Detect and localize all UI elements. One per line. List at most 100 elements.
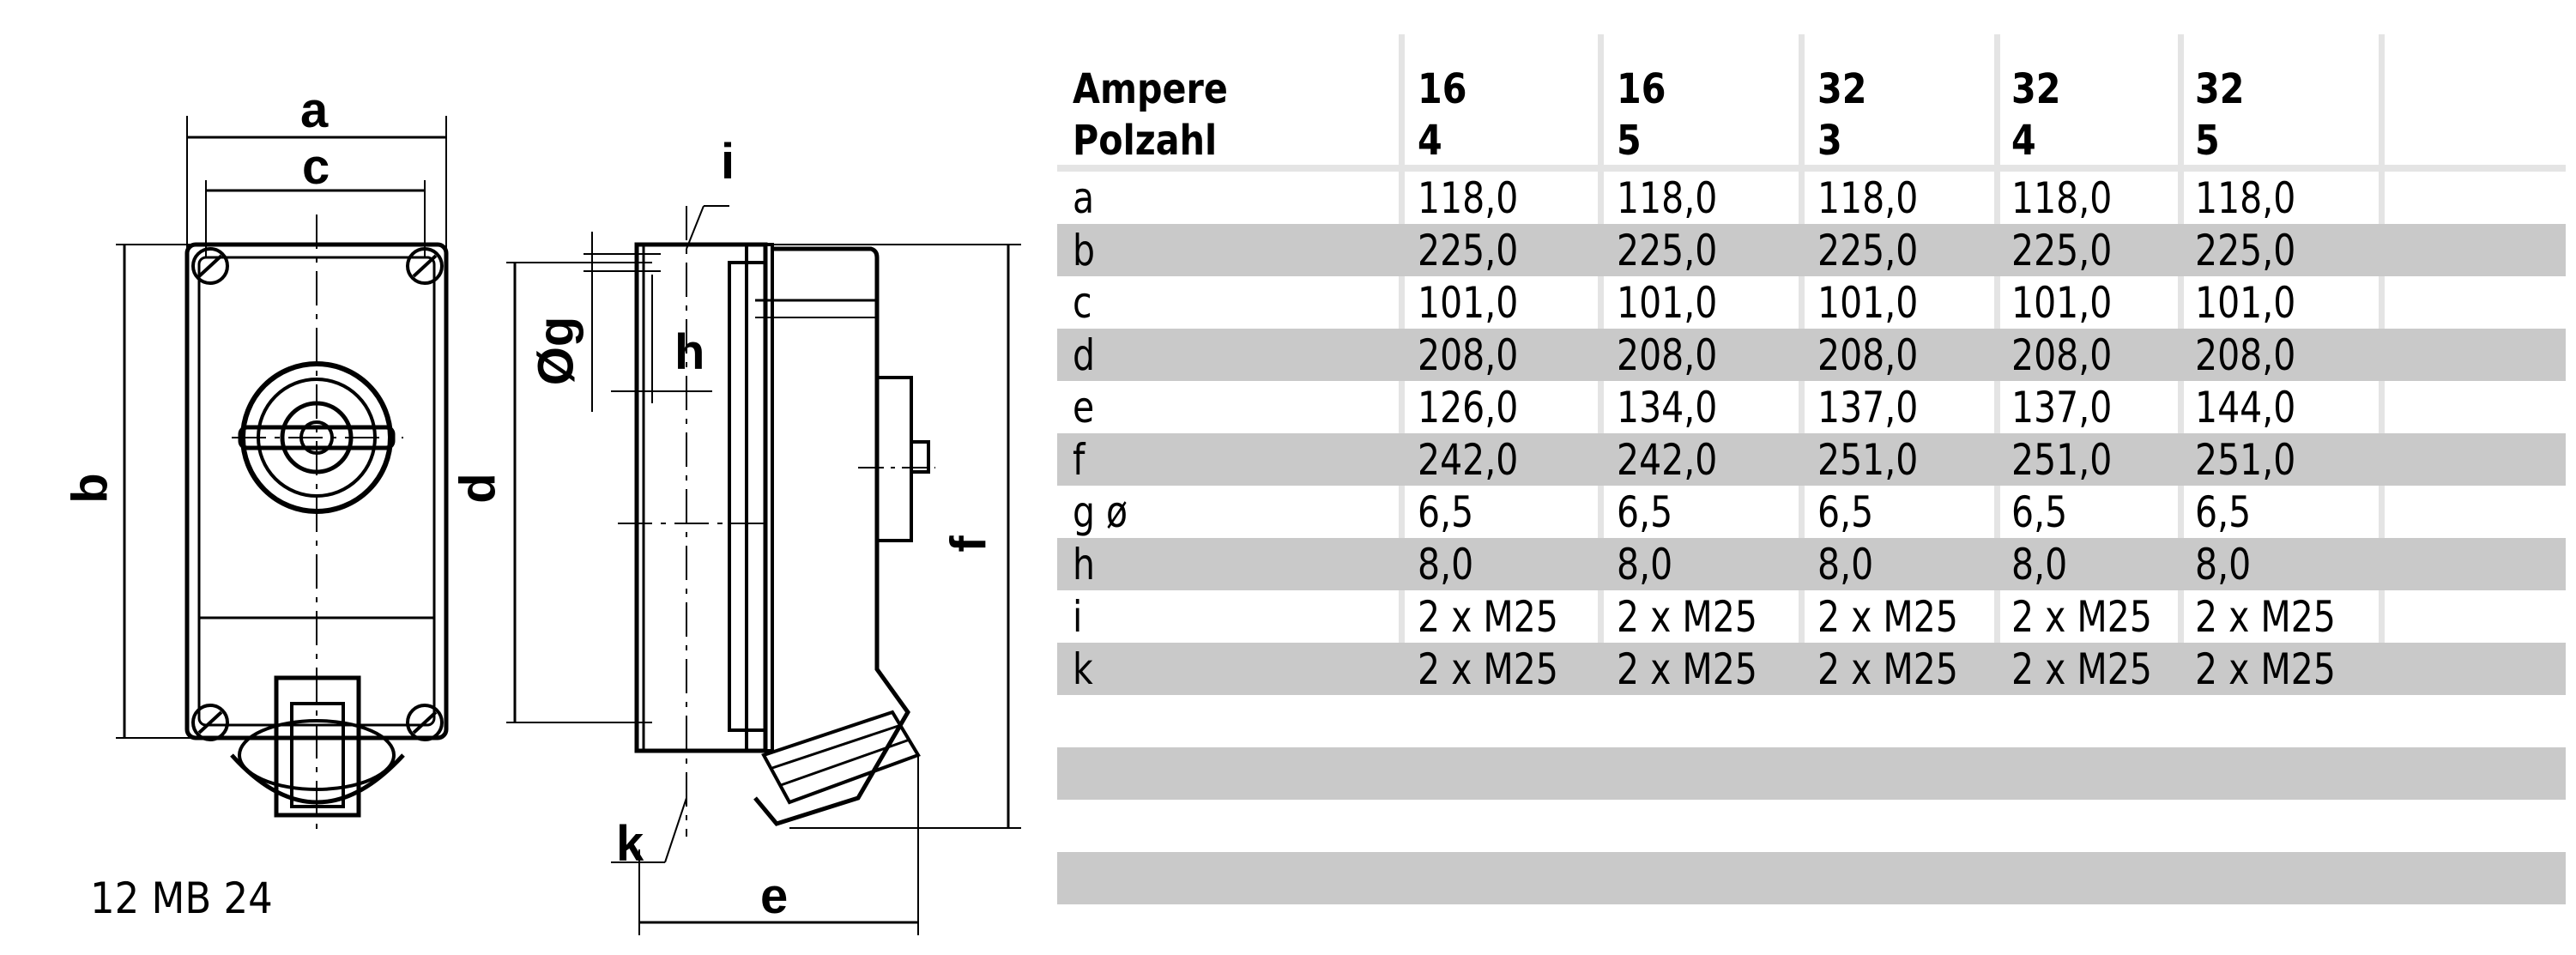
polzahl-value: 4 bbox=[1418, 117, 1442, 165]
row-label: c bbox=[1073, 278, 1092, 328]
row-label: a bbox=[1073, 173, 1095, 223]
cell-value: 118,0 bbox=[1617, 173, 1718, 223]
cell-value: 208,0 bbox=[2011, 330, 2113, 380]
table-row-empty bbox=[1057, 695, 2566, 747]
row-label: i bbox=[1073, 592, 1083, 642]
row-label: h bbox=[1073, 540, 1095, 589]
dimension-label-c: c bbox=[302, 139, 330, 195]
cell-value: 8,0 bbox=[2011, 540, 2068, 589]
cell-value: 2 x M25 bbox=[2195, 592, 2336, 642]
table-row-k: k 2 x M25 2 x M25 2 x M25 2 x M25 2 x M2… bbox=[1057, 643, 2566, 695]
cell-value: 225,0 bbox=[1418, 226, 1519, 275]
ampere-value: 32 bbox=[1817, 65, 1867, 113]
cell-value: 6,5 bbox=[1617, 487, 1673, 537]
cell-value: 8,0 bbox=[1418, 540, 1474, 589]
cell-value: 101,0 bbox=[1817, 278, 1919, 328]
table-row-h: h 8,0 8,0 8,0 8,0 8,0 bbox=[1057, 538, 2566, 590]
table-row-a: a 118,0 118,0 118,0 118,0 118,0 bbox=[1057, 172, 2566, 224]
cell-value: 2 x M25 bbox=[1418, 644, 1558, 694]
cell-value: 8,0 bbox=[2195, 540, 2252, 589]
cell-value: 208,0 bbox=[1817, 330, 1919, 380]
cell-value: 2 x M25 bbox=[1817, 644, 1958, 694]
header-label-ampere: Ampere bbox=[1073, 65, 1228, 113]
cell-value: 225,0 bbox=[2011, 226, 2113, 275]
table-row-empty bbox=[1057, 800, 2566, 852]
cell-value: 6,5 bbox=[2195, 487, 2252, 537]
row-label: g ø bbox=[1073, 487, 1128, 537]
cell-value: 8,0 bbox=[1817, 540, 1874, 589]
cell-value: 2 x M25 bbox=[1617, 592, 1757, 642]
model-number-label: 12 MB 24 bbox=[90, 873, 273, 923]
cell-value: 208,0 bbox=[1617, 330, 1718, 380]
dimension-label-a: a bbox=[300, 82, 329, 138]
dimension-label-e: e bbox=[760, 868, 789, 924]
cell-value: 251,0 bbox=[1817, 435, 1919, 485]
cell-value: 2 x M25 bbox=[1418, 592, 1558, 642]
header-column-4: 32 4 bbox=[2011, 63, 2060, 166]
cell-value: 251,0 bbox=[2195, 435, 2296, 485]
cell-value: 144,0 bbox=[2195, 383, 2296, 432]
polzahl-value: 3 bbox=[1817, 117, 1842, 165]
cell-value: 134,0 bbox=[1617, 383, 1718, 432]
row-label: d bbox=[1073, 330, 1096, 380]
cell-value: 6,5 bbox=[1817, 487, 1874, 537]
ampere-value: 16 bbox=[1617, 65, 1666, 113]
row-label: k bbox=[1073, 644, 1093, 694]
cell-value: 242,0 bbox=[1418, 435, 1519, 485]
socket-outline-drawing bbox=[116, 116, 1021, 935]
ampere-value: 32 bbox=[2011, 65, 2061, 113]
dimension-label-g: Øg bbox=[528, 316, 584, 386]
cell-value: 2 x M25 bbox=[2011, 592, 2152, 642]
table-row-d: d 208,0 208,0 208,0 208,0 208,0 bbox=[1057, 329, 2566, 381]
dimension-label-d: d bbox=[450, 473, 506, 504]
cell-value: 2 x M25 bbox=[1617, 644, 1757, 694]
row-label: f bbox=[1073, 435, 1085, 485]
cell-value: 208,0 bbox=[2195, 330, 2296, 380]
dimension-label-f: f bbox=[940, 535, 997, 553]
cell-value: 126,0 bbox=[1418, 383, 1519, 432]
polzahl-value: 4 bbox=[2011, 117, 2036, 165]
table-row-i: i 2 x M25 2 x M25 2 x M25 2 x M25 2 x M2… bbox=[1057, 590, 2566, 643]
cell-value: 208,0 bbox=[1418, 330, 1519, 380]
cell-value: 225,0 bbox=[2195, 226, 2296, 275]
ampere-value: 32 bbox=[2195, 65, 2245, 113]
table-row-f: f 242,0 242,0 251,0 251,0 251,0 bbox=[1057, 433, 2566, 486]
cell-value: 101,0 bbox=[2195, 278, 2296, 328]
dimension-label-b: b bbox=[62, 473, 118, 504]
cell-value: 2 x M25 bbox=[2195, 644, 2336, 694]
dimension-label-k: k bbox=[616, 816, 644, 872]
technical-drawing: a c b d Øg h i k e f 12 MB 24 bbox=[0, 0, 1055, 955]
table-header: Ampere Polzahl 16 4 16 5 32 3 32 4 32 5 bbox=[1057, 34, 2566, 172]
header-column-3: 32 3 bbox=[1817, 63, 1866, 166]
cell-value: 6,5 bbox=[1418, 487, 1474, 537]
header-divider bbox=[1057, 165, 2566, 172]
cell-value: 137,0 bbox=[2011, 383, 2113, 432]
polzahl-value: 5 bbox=[2195, 117, 2220, 165]
cell-value: 137,0 bbox=[1817, 383, 1919, 432]
table-row-empty bbox=[1057, 852, 2566, 904]
cell-value: 225,0 bbox=[1817, 226, 1919, 275]
cell-value: 225,0 bbox=[1617, 226, 1718, 275]
cell-value: 2 x M25 bbox=[1817, 592, 1958, 642]
dimension-label-i: i bbox=[721, 134, 735, 190]
cell-value: 6,5 bbox=[2011, 487, 2068, 537]
table-row-g: g ø 6,5 6,5 6,5 6,5 6,5 bbox=[1057, 486, 2566, 538]
header-column-1: 16 4 bbox=[1418, 63, 1466, 166]
header-column-2: 16 5 bbox=[1617, 63, 1666, 166]
cell-value: 118,0 bbox=[2011, 173, 2113, 223]
cell-value: 118,0 bbox=[2195, 173, 2296, 223]
header-label-polzahl: Polzahl bbox=[1073, 117, 1218, 165]
header-row-labels: Ampere Polzahl bbox=[1073, 63, 1228, 166]
table-row-empty bbox=[1057, 747, 2566, 800]
row-label: b bbox=[1073, 226, 1096, 275]
cell-value: 8,0 bbox=[1617, 540, 1673, 589]
cell-value: 118,0 bbox=[1418, 173, 1519, 223]
row-label: e bbox=[1073, 383, 1095, 432]
cell-value: 101,0 bbox=[1617, 278, 1718, 328]
cell-value: 101,0 bbox=[1418, 278, 1519, 328]
table-row-c: c 101,0 101,0 101,0 101,0 101,0 bbox=[1057, 276, 2566, 329]
cell-value: 101,0 bbox=[2011, 278, 2113, 328]
table-row-b: b 225,0 225,0 225,0 225,0 225,0 bbox=[1057, 224, 2566, 276]
table-row-e: e 126,0 134,0 137,0 137,0 144,0 bbox=[1057, 381, 2566, 433]
ampere-value: 16 bbox=[1418, 65, 1467, 113]
